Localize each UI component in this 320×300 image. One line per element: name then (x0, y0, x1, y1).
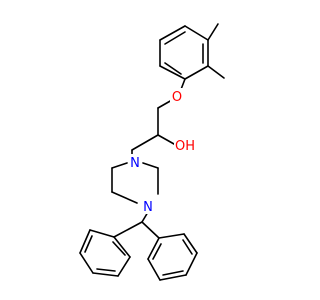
bond (142, 162, 159, 169)
bonds (79, 23, 225, 281)
bond (113, 221, 143, 238)
bond (162, 270, 184, 276)
bond (157, 99, 173, 109)
bond (113, 236, 131, 258)
bond (183, 233, 198, 254)
piperazine-nitrogen-upper-label: N (130, 156, 140, 171)
bond (141, 221, 160, 239)
hydroxyl-label: OH (175, 139, 195, 154)
bond (159, 65, 186, 80)
bond (131, 134, 159, 151)
bond (111, 162, 128, 169)
bond (152, 243, 162, 260)
bond (184, 65, 209, 80)
bond (92, 272, 119, 277)
bond (184, 25, 209, 41)
bond (79, 252, 94, 274)
bond (96, 268, 116, 272)
bond (182, 239, 193, 255)
bond (159, 274, 187, 281)
bond (207, 23, 219, 41)
bond (207, 65, 225, 79)
bond (84, 235, 93, 253)
piperazine-nitrogen-lower-label: N (143, 200, 153, 215)
bond (147, 237, 160, 260)
bond (79, 229, 91, 254)
ether-oxygen-label: O (172, 90, 182, 105)
atom-labels: O OH N N (128, 88, 196, 215)
molecule-structure: O OH N N (79, 23, 225, 281)
bond (147, 258, 161, 281)
bond (157, 134, 175, 145)
bond (111, 191, 138, 204)
bond (112, 241, 126, 256)
bond (117, 256, 131, 277)
bond (158, 233, 185, 239)
bond (185, 252, 198, 276)
bond (89, 229, 115, 238)
bond (159, 25, 186, 41)
bond (164, 31, 186, 45)
bond (164, 62, 182, 75)
